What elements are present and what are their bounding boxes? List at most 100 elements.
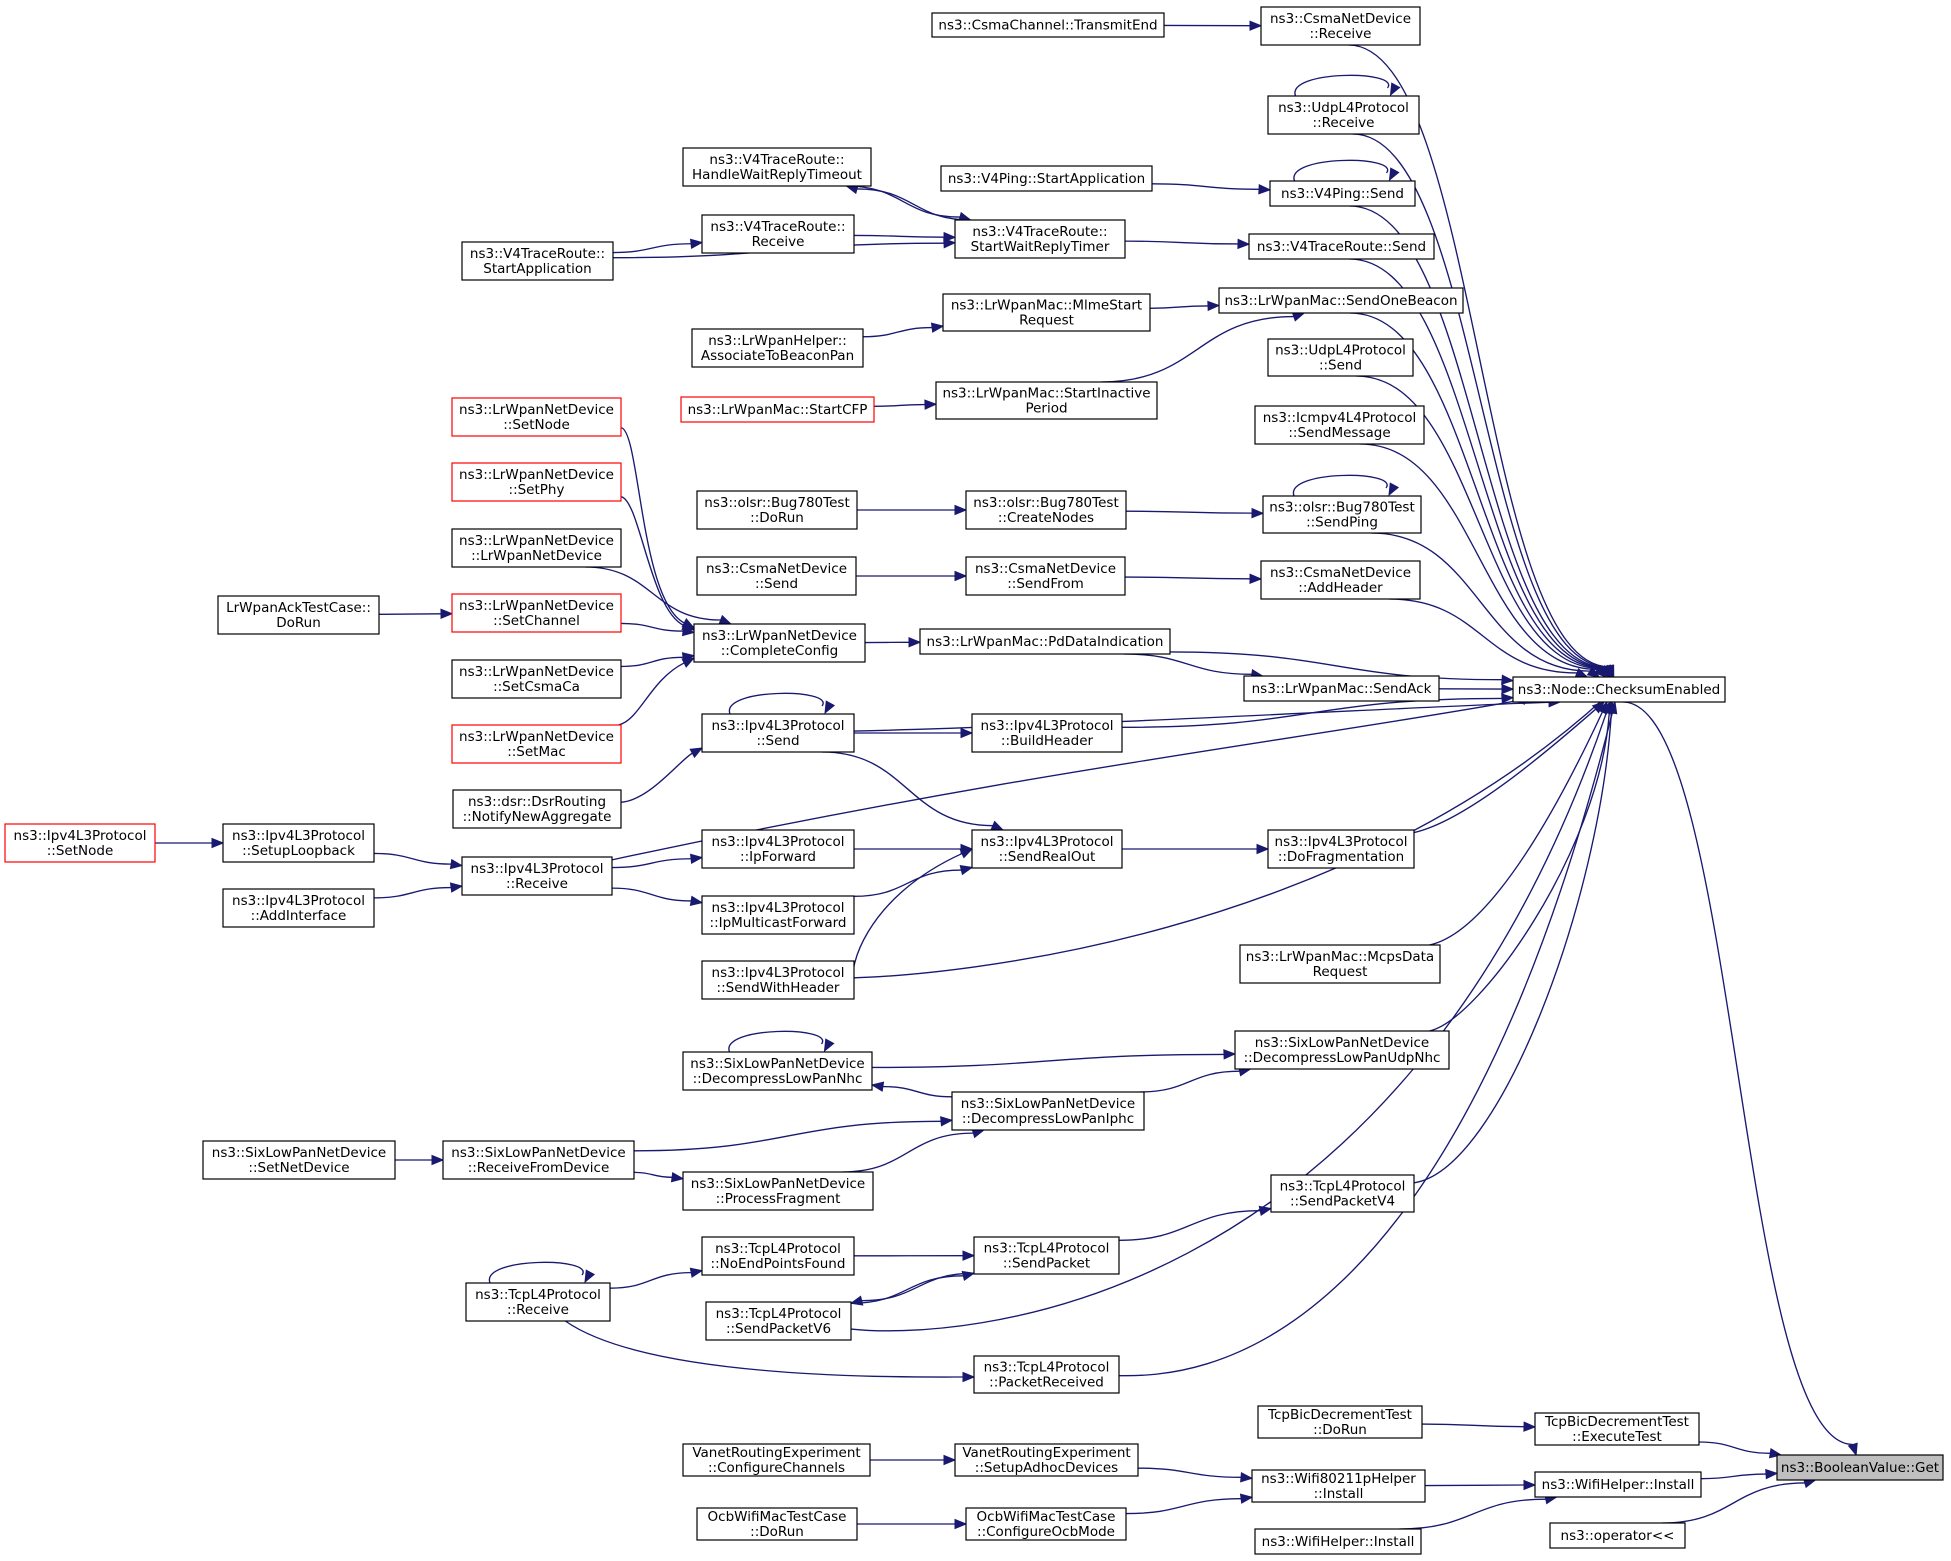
- node-sixFrag[interactable]: ns3::SixLowPanNetDevice::ProcessFragment: [682, 1171, 874, 1211]
- node-sixNhc[interactable]: ns3::SixLowPanNetDevice::DecompressLowPa…: [682, 1051, 873, 1091]
- edge-line: [842, 1132, 974, 1173]
- node-box: [696, 490, 858, 530]
- node-v4pingStart[interactable]: ns3::V4Ping::StartApplication: [940, 165, 1153, 192]
- node-ipSend[interactable]: ns3::Ipv4L3Protocol::Send: [701, 713, 855, 753]
- node-label: ns3::LrWpanMac::MlmeStart: [951, 298, 1142, 314]
- node-ipFwd[interactable]: ns3::Ipv4L3Protocol::IpForward: [701, 829, 855, 869]
- edge-arrowhead: [1523, 1421, 1537, 1432]
- node-startCFP[interactable]: ns3::LrWpanMac::StartCFP: [680, 396, 875, 423]
- edge-arrowhead: [211, 837, 225, 849]
- node-sendAck[interactable]: ns3::LrWpanMac::SendAck: [1243, 675, 1440, 702]
- node-ipMcast[interactable]: ns3::Ipv4L3Protocol::IpMulticastForward: [701, 895, 855, 935]
- node-checksum[interactable]: ns3::Node::ChecksumEnabled: [1512, 676, 1726, 703]
- node-opOut[interactable]: ns3::operator<<: [1549, 1522, 1686, 1549]
- node-olsrPing[interactable]: ns3::olsr::Bug780Test::SendPing: [1262, 495, 1422, 534]
- node-ipAddIf[interactable]: ns3::Ipv4L3Protocol::AddInterface: [222, 888, 375, 928]
- edge-tcpNoEnd-to-tcpSendPkt: [853, 1250, 976, 1261]
- node-sixUdpNhc[interactable]: ns3::SixLowPanNetDevice::DecompressLowPa…: [1234, 1030, 1450, 1070]
- node-vanetSetup[interactable]: VanetRoutingExperiment::SetupAdhocDevice…: [954, 1443, 1139, 1477]
- node-sixSetNet[interactable]: ns3::SixLowPanNetDevice::SetNetDevice: [202, 1140, 396, 1180]
- node-v4trStartApp[interactable]: ns3::V4TraceRoute::StartApplication: [461, 241, 614, 281]
- node-lrSetMac[interactable]: ns3::LrWpanNetDevice::SetMac: [451, 724, 622, 764]
- node-ipSetNode[interactable]: ns3::Ipv4L3Protocol::SetNode: [4, 823, 156, 863]
- node-box: [919, 628, 1171, 655]
- node-lrSetCsma[interactable]: ns3::LrWpanNetDevice::SetCsmaCa: [451, 659, 622, 699]
- node-box: [682, 147, 872, 187]
- node-vanetCfg[interactable]: VanetRoutingExperiment::ConfigureChannel…: [682, 1443, 871, 1477]
- node-ipFrag[interactable]: ns3::Ipv4L3Protocol::DoFragmentation: [1267, 829, 1415, 869]
- node-olsrRun[interactable]: ns3::olsr::Bug780Test::DoRun: [696, 490, 858, 530]
- node-label: OcbWifiMacTestCase: [708, 1509, 847, 1525]
- node-assocBeacon[interactable]: ns3::LrWpanHelper::AssociateToBeaconPan: [691, 328, 864, 368]
- node-csmaRecv[interactable]: ns3::CsmaNetDevice::Receive: [1260, 6, 1421, 46]
- node-dsrNotify[interactable]: ns3::dsr::DsrRouting::NotifyNewAggregate: [452, 789, 622, 829]
- node-csmaAddHdr[interactable]: ns3::CsmaNetDevice::AddHeader: [1260, 560, 1421, 600]
- node-ocbCfg[interactable]: OcbWifiMacTestCase::ConfigureOcbMode: [965, 1507, 1127, 1541]
- node-ocbRun[interactable]: OcbWifiMacTestCase::DoRun: [696, 1507, 858, 1541]
- node-ipLoop[interactable]: ns3::Ipv4L3Protocol::SetupLoopback: [222, 823, 375, 863]
- node-tcpSendV4[interactable]: ns3::TcpL4Protocol::SendPacketV4: [1270, 1174, 1415, 1213]
- edge-line: [564, 1320, 964, 1378]
- edge-line: [853, 234, 945, 238]
- node-ipSendHdr[interactable]: ns3::Ipv4L3Protocol::SendWithHeader: [701, 960, 855, 1000]
- node-get[interactable]: ns3::BooleanValue::Get: [1776, 1454, 1944, 1481]
- node-csmaTx[interactable]: ns3::CsmaChannel::TransmitEnd: [931, 12, 1165, 38]
- node-completeCfg[interactable]: ns3::LrWpanNetDevice::CompleteConfig: [693, 623, 866, 663]
- node-v4trSend[interactable]: ns3::V4TraceRoute::Send: [1248, 233, 1435, 260]
- edge-olsrCreate-to-olsrPing: [1125, 507, 1265, 519]
- edge-line: [1118, 1210, 1261, 1241]
- node-tcpSendPkt[interactable]: ns3::TcpL4Protocol::SendPacket: [973, 1236, 1120, 1275]
- edge-line: [1293, 474, 1388, 497]
- node-lrSetNode[interactable]: ns3::LrWpanNetDevice::SetNode: [451, 397, 622, 437]
- node-wifi80211p[interactable]: ns3::Wifi80211pHelper::Install: [1251, 1469, 1426, 1503]
- node-tcpPktRecv[interactable]: ns3::TcpL4Protocol::PacketReceived: [973, 1355, 1120, 1394]
- node-tcpNoEnd[interactable]: ns3::TcpL4Protocol::NoEndPointsFound: [701, 1236, 855, 1276]
- node-box: [691, 328, 864, 368]
- node-pdData[interactable]: ns3::LrWpanMac::PdDataIndication: [919, 628, 1171, 655]
- edge-tcpSendPkt-to-tcpSendV6: [849, 1272, 975, 1306]
- edge-line: [852, 852, 963, 976]
- node-lrSetPhy[interactable]: ns3::LrWpanNetDevice::SetPhy: [451, 462, 622, 502]
- node-wifiInstall2[interactable]: ns3::WifiHelper::Install: [1254, 1528, 1422, 1555]
- edge-ipSend-to-ipRealOut: [822, 751, 1005, 831]
- node-box: [696, 1507, 858, 1541]
- node-v4trTimeout[interactable]: ns3::V4TraceRoute::HandleWaitReplyTimeou…: [682, 147, 872, 187]
- node-lrAckRun[interactable]: LrWpanAckTestCase::DoRun: [217, 595, 380, 635]
- node-box: [701, 214, 855, 254]
- node-sixRecvDev[interactable]: ns3::SixLowPanNetDevice::ReceiveFromDevi…: [442, 1140, 635, 1180]
- node-wifiInstall[interactable]: ns3::WifiHelper::Install: [1534, 1471, 1702, 1498]
- node-csmaSendFrom[interactable]: ns3::CsmaNetDevice::SendFrom: [965, 556, 1126, 596]
- node-label: ns3::Ipv4L3Protocol: [712, 718, 845, 734]
- node-icmpSend[interactable]: ns3::Icmpv4L4Protocol::SendMessage: [1254, 405, 1425, 445]
- node-lrSetChannel[interactable]: ns3::LrWpanNetDevice::SetChannel: [451, 593, 622, 633]
- node-box: [465, 1282, 611, 1322]
- node-lrCtor[interactable]: ns3::LrWpanNetDevice::LrWpanNetDevice: [451, 528, 622, 568]
- edge-arrowhead: [1847, 1442, 1858, 1457]
- node-sixIphc[interactable]: ns3::SixLowPanNetDevice::DecompressLowPa…: [951, 1091, 1145, 1131]
- node-v4pingSend[interactable]: ns3::V4Ping::Send: [1269, 180, 1416, 207]
- node-olsrCreate[interactable]: ns3::olsr::Bug780Test::CreateNodes: [965, 490, 1127, 530]
- node-v4trRecv[interactable]: ns3::V4TraceRoute::Receive: [701, 214, 855, 254]
- node-box: [971, 829, 1123, 869]
- node-udpRecv[interactable]: ns3::UdpL4Protocol::Receive: [1267, 95, 1420, 135]
- edge-ipSend-to-ipBuildHdr: [853, 727, 974, 739]
- node-bicExec[interactable]: TcpBicDecrementTest::ExecuteTest: [1534, 1412, 1700, 1446]
- node-bicRun[interactable]: TcpBicDecrementTest::DoRun: [1257, 1405, 1423, 1439]
- node-ipRealOut[interactable]: ns3::Ipv4L3Protocol::SendRealOut: [971, 829, 1123, 869]
- edge-assocBeacon-to-mlmeStart: [862, 322, 945, 338]
- node-udpSend[interactable]: ns3::UdpL4Protocol::Send: [1267, 338, 1414, 377]
- node-csmaSend[interactable]: ns3::CsmaNetDevice::Send: [696, 556, 857, 596]
- node-tcpSendV6[interactable]: ns3::TcpL4Protocol::SendPacketV6: [705, 1301, 852, 1341]
- node-v4trTimer[interactable]: ns3::V4TraceRoute::StartWaitReplyTimer: [954, 219, 1126, 259]
- node-sendOneBeacon[interactable]: ns3::LrWpanMac::SendOneBeacon: [1218, 287, 1464, 314]
- node-tcpRecv[interactable]: ns3::TcpL4Protocol::Receive: [465, 1282, 611, 1322]
- node-label-line: ::Receive: [1313, 115, 1375, 131]
- node-label: ns3::Ipv4L3Protocol: [712, 834, 845, 850]
- node-label-line: ::ConfigureChannels: [708, 1460, 845, 1476]
- node-ipRecv[interactable]: ns3::Ipv4L3Protocol::Receive: [461, 856, 613, 896]
- node-ipBuildHdr[interactable]: ns3::Ipv4L3Protocol::BuildHeader: [971, 713, 1123, 753]
- node-label-line: ::Receive: [507, 1302, 569, 1318]
